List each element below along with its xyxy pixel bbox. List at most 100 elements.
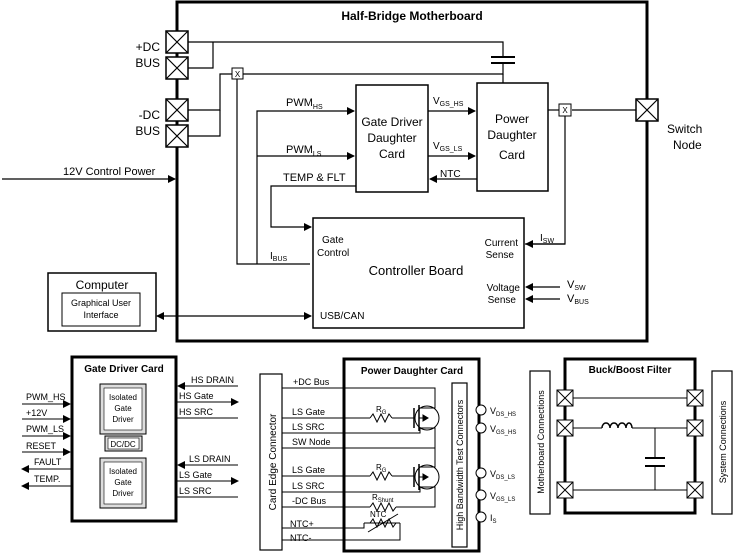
voltage-sense-label-2: Sense bbox=[488, 295, 517, 306]
motherboard-connections-label: Motherboard Connections bbox=[536, 390, 546, 494]
filter-capacitor-icon bbox=[645, 457, 665, 467]
gd-signal-ls-gate: LS Gate bbox=[179, 470, 212, 480]
ls-mosfet-icon bbox=[413, 457, 440, 493]
gd-signal-pwm-ls: PWM_LS bbox=[26, 424, 64, 434]
usb-can-label: USB/CAN bbox=[320, 311, 364, 322]
switch-node-label-2: Node bbox=[673, 138, 702, 152]
rg-hs-resistor-icon bbox=[369, 412, 393, 424]
bus-current-sensor-icon: X bbox=[231, 67, 244, 80]
signal-wiring bbox=[2, 107, 565, 320]
half-bridge-motherboard: Half-Bridge Motherboard +DC BUS -DC BUS … bbox=[2, 0, 702, 343]
isolated-driver-hs-label-1: Isolated bbox=[109, 393, 137, 402]
isolated-driver-ls-label-2: Gate bbox=[114, 478, 132, 487]
test-point-vds-ls[interactable] bbox=[475, 467, 487, 479]
computer-block[interactable]: Computer Graphical User Interface bbox=[47, 272, 157, 332]
neg-dc-bus-connector[interactable] bbox=[165, 98, 189, 148]
gd-signal-hs-src: HS SRC bbox=[179, 407, 214, 417]
filter-connectors bbox=[556, 389, 704, 499]
ibus-label: IBUS bbox=[270, 251, 288, 263]
tp-vgs-hs-label: VGS_HS bbox=[490, 424, 516, 436]
test-connector-label: High Bandwidth Test Connectors bbox=[455, 399, 465, 530]
gate-driver-card-title: Gate Driver Card bbox=[84, 364, 163, 375]
hs-mosfet-icon bbox=[413, 397, 440, 433]
gate-driver-card-label-2: Daughter bbox=[367, 131, 416, 145]
power-card-label-2: Daughter bbox=[487, 128, 536, 142]
gate-driver-card-panel: Gate Driver Card Isolated Gate Driver DC… bbox=[21, 355, 239, 523]
tp-vgs-ls-label: VGS_LS bbox=[490, 491, 515, 503]
power-card-label-3: Card bbox=[499, 148, 525, 162]
pwm-ls-label: PWMLS bbox=[286, 144, 322, 158]
gd-signal-hs-gate: HS Gate bbox=[179, 391, 214, 401]
isw-label: ISW bbox=[540, 233, 554, 245]
vgs-ls-label: VGS_LS bbox=[433, 141, 463, 153]
switch-current-sensor-icon: X bbox=[558, 103, 572, 117]
control-power-label: 12V Control Power bbox=[63, 166, 156, 178]
tp-is-label: IS bbox=[490, 513, 497, 525]
pin-pos-dc-bus: +DC Bus bbox=[293, 377, 330, 387]
test-point-vgs-hs[interactable] bbox=[475, 422, 487, 434]
tp-vds-hs-label: VDS_HS bbox=[490, 406, 516, 418]
test-point-is[interactable] bbox=[475, 511, 487, 523]
rg-ls-label: RG bbox=[376, 463, 387, 474]
gate-driver-card-label-1: Gate Driver bbox=[361, 115, 422, 129]
shunt-resistor-icon bbox=[369, 501, 397, 513]
gate-driver-left-wires bbox=[21, 400, 72, 490]
tp-vds-ls-label: VDS_LS bbox=[490, 469, 515, 481]
motherboard-connections-strip bbox=[529, 370, 551, 515]
gate-driver-daughter-card[interactable] bbox=[355, 84, 429, 193]
controller-board-label: Controller Board bbox=[369, 263, 464, 278]
gate-driver-card-label-3: Card bbox=[379, 147, 405, 161]
pwm-hs-label: PWMHS bbox=[286, 97, 323, 111]
gd-signal-ls-src: LS SRC bbox=[179, 486, 212, 496]
vsw-label: VSW bbox=[567, 279, 586, 292]
isolated-driver-ls-label-3: Driver bbox=[112, 489, 134, 498]
test-point-vgs-ls[interactable] bbox=[475, 489, 487, 501]
switch-node-label: Switch bbox=[667, 122, 702, 136]
vgs-hs-label: VGS_HS bbox=[433, 96, 464, 108]
test-points bbox=[475, 404, 487, 523]
pos-dc-label: +DC bbox=[136, 40, 161, 54]
rg-ls-resistor-icon bbox=[369, 470, 393, 482]
ntc-thermistor-label: NTC bbox=[370, 510, 387, 519]
pos-dc-bus-connector[interactable] bbox=[165, 30, 189, 80]
power-daughter-card-block[interactable] bbox=[476, 82, 549, 192]
gd-signal-ls-drain: LS DRAIN bbox=[189, 454, 231, 464]
gd-signal-hs-drain: HS DRAIN bbox=[191, 375, 234, 385]
system-connections-label: System Connections bbox=[718, 400, 728, 483]
isolated-driver-ls-label-1: Isolated bbox=[109, 467, 137, 476]
gd-signal-pwm-hs: PWM_HS bbox=[26, 392, 66, 402]
voltage-sense-label: Voltage bbox=[487, 283, 521, 294]
gui-label-1: Graphical User bbox=[71, 298, 131, 308]
gate-driver-right-wires bbox=[176, 382, 239, 498]
pin-neg-dc-bus: -DC Bus bbox=[292, 496, 327, 506]
card-edge-connector bbox=[259, 373, 283, 551]
motherboard-title: Half-Bridge Motherboard bbox=[341, 9, 482, 23]
gd-signal-fault: FAULT bbox=[34, 457, 62, 467]
power-card-pin-wires bbox=[282, 387, 436, 541]
filter-wiring bbox=[573, 397, 687, 491]
power-daughter-card-panel: Power Daughter Card Card Edge Connector … bbox=[259, 357, 516, 553]
gd-signal-12v: +12V bbox=[26, 408, 47, 418]
gate-control-label-2: Control bbox=[317, 248, 349, 259]
ntc-label: NTC bbox=[440, 169, 461, 180]
switch-node-connector[interactable] bbox=[635, 98, 659, 122]
test-connector-strip bbox=[451, 382, 468, 548]
computer-title: Computer bbox=[76, 278, 129, 292]
pin-ntc-minus: NTC- bbox=[290, 533, 312, 543]
temp-flt-label: TEMP & FLT bbox=[283, 172, 346, 184]
inductor-icon bbox=[601, 422, 633, 429]
power-card-label-1: Power bbox=[495, 112, 529, 126]
pin-ntc-plus: NTC+ bbox=[290, 519, 314, 529]
neg-dc-bus-label: BUS bbox=[135, 124, 160, 138]
pin-ls-src-hs: LS SRC bbox=[292, 422, 325, 432]
filter-title: Buck/Boost Filter bbox=[589, 365, 672, 376]
isolated-driver-hs-label-2: Gate bbox=[114, 404, 132, 413]
test-point-vds-hs[interactable] bbox=[475, 404, 487, 416]
controller-board[interactable] bbox=[312, 217, 525, 329]
current-sense-label: Current bbox=[485, 238, 519, 249]
system-connections-strip bbox=[711, 370, 733, 515]
power-card-title: Power Daughter Card bbox=[361, 366, 463, 377]
gui-label-2: Interface bbox=[83, 310, 118, 320]
gate-control-label: Gate bbox=[322, 235, 344, 246]
gd-signal-temp: TEMP. bbox=[34, 474, 60, 484]
